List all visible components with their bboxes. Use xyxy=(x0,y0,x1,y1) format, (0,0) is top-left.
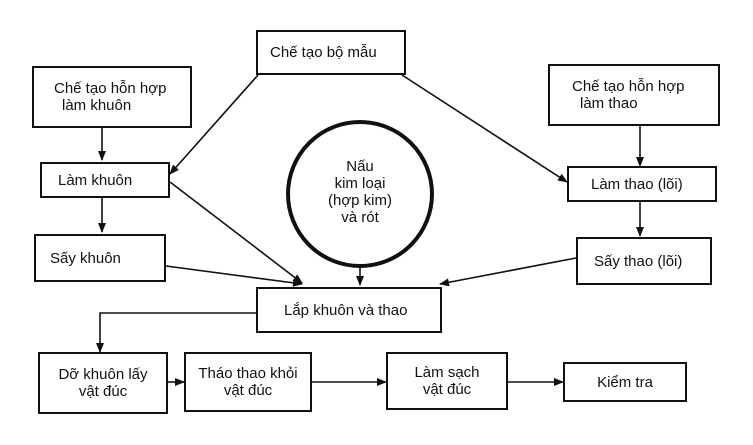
dry-core-box: Sấy thao (lõi) xyxy=(576,237,712,285)
core-mix-line1: Chế tạo hỗn hợp xyxy=(572,78,685,95)
core-mix-box: Chế tạo hỗn hợp làm thao xyxy=(548,64,720,126)
arrow-pattern-to-mold xyxy=(169,74,259,175)
remove-line1: Dỡ khuôn lấy xyxy=(58,366,148,383)
clean-line1: Làm sạch xyxy=(414,364,480,381)
remove-line2: vật đúc xyxy=(78,383,128,400)
assemble-box: Lắp khuôn và thao xyxy=(256,287,442,333)
core-out-line1: Tháo thao khỏi xyxy=(198,365,298,382)
make-core-label: Làm thao (lõi) xyxy=(591,175,683,193)
melt-line3: (hợp kim) xyxy=(327,192,392,209)
assemble-label: Lắp khuôn và thao xyxy=(284,301,408,319)
clean-line2: vật đúc xyxy=(422,381,472,398)
make-core-box: Làm thao (lõi) xyxy=(567,166,717,202)
melt-line2: kim loại xyxy=(334,175,386,192)
arrow-drymold-to-assemble xyxy=(165,265,303,287)
dry-mold-box: Sấy khuôn xyxy=(34,234,166,282)
clean-box: Làm sạch vật đúc xyxy=(386,352,508,410)
arrow-mold-to-assemble xyxy=(169,181,303,284)
mold-mix-line2: làm khuôn xyxy=(62,97,132,114)
arrow-drycore-to-assemble xyxy=(439,257,577,287)
pattern-label: Chế tạo bộ mẫu xyxy=(270,44,377,61)
pattern-box: Chế tạo bộ mẫu xyxy=(256,30,406,75)
core-out-box: Tháo thao khỏi vật đúc xyxy=(184,352,312,412)
inspect-box: Kiểm tra xyxy=(563,362,687,402)
melt-line1: Nấu xyxy=(346,158,374,175)
mold-mix-line1: Chế tạo hỗn hợp xyxy=(54,80,167,97)
make-mold-box: Làm khuôn xyxy=(40,162,170,198)
melt-label: Nấu kim loại (hợp kim) và rót xyxy=(300,158,420,226)
arrow-pattern-to-core xyxy=(401,74,568,183)
core-mix-line2: làm thao xyxy=(580,95,638,112)
dry-core-label: Sấy thao (lõi) xyxy=(594,252,683,270)
core-out-line2: vật đúc xyxy=(223,382,273,399)
remove-box: Dỡ khuôn lấy vật đúc xyxy=(38,352,168,414)
melt-line4: và rót xyxy=(341,209,379,226)
melt-circle xyxy=(286,120,434,268)
dry-mold-label: Sấy khuôn xyxy=(50,249,121,267)
arrow-assemble-to-remove xyxy=(96,312,256,353)
inspect-label: Kiểm tra xyxy=(597,373,653,391)
mold-mix-box: Chế tạo hỗn hợp làm khuôn xyxy=(32,66,192,128)
make-mold-label: Làm khuôn xyxy=(58,171,133,189)
